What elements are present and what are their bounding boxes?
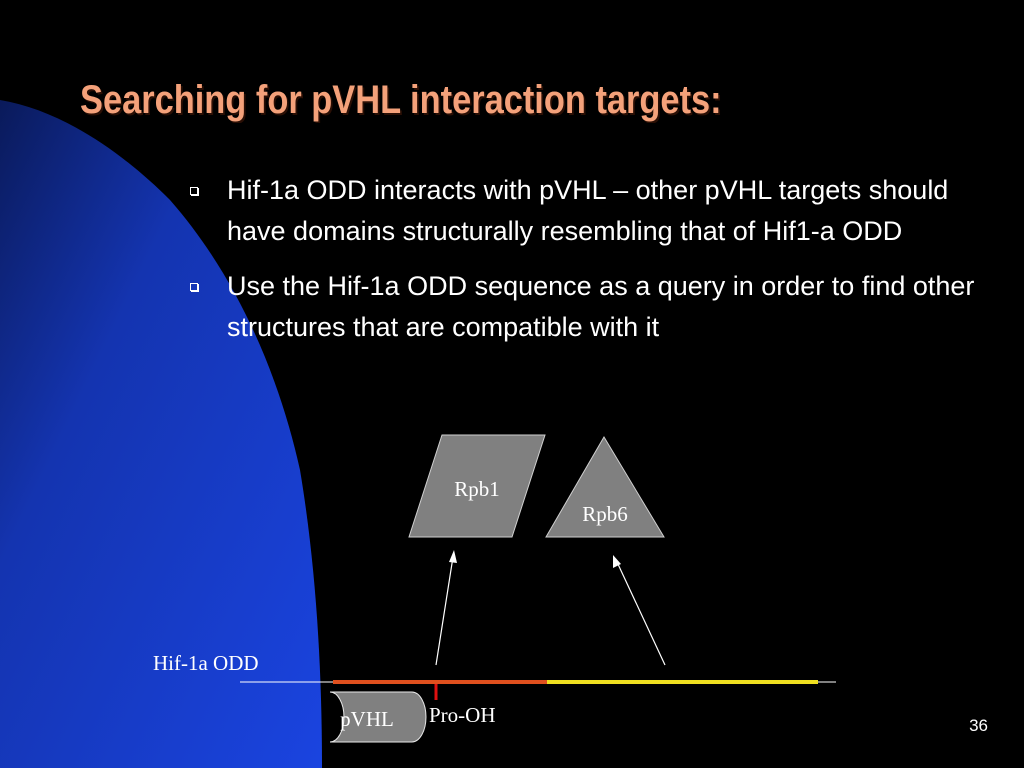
arrow-head-icon: [449, 550, 457, 563]
bullet-list: Hif-1a ODD interacts with pVHL – other p…: [190, 170, 980, 362]
pro-oh-label: Pro-OH: [429, 703, 496, 727]
arrow-head-icon: [613, 555, 621, 568]
pvhl-label: pVHL: [340, 707, 394, 731]
pvhl-shape: [329, 691, 427, 743]
arrow-to-rpb1: [435, 556, 454, 666]
bullet-item: Hif-1a ODD interacts with pVHL – other p…: [190, 170, 980, 252]
rpb6-triangle: [545, 436, 665, 538]
arrow-to-rpb6: [616, 561, 666, 666]
rpb1-label: Rpb1: [454, 477, 500, 501]
bullet-item: Use the Hif-1a ODD sequence as a query i…: [190, 266, 980, 348]
bullet-text: Hif-1a ODD interacts with pVHL – other p…: [227, 175, 949, 246]
rpb6-label: Rpb6: [582, 502, 628, 526]
bullet-text: Use the Hif-1a ODD sequence as a query i…: [227, 271, 975, 342]
bullet-square-icon: [190, 187, 198, 195]
rpb1-parallelogram: [408, 434, 546, 538]
hif-label: Hif-1a ODD: [153, 651, 259, 675]
slide-title: Searching for pVHL interaction targets:: [80, 78, 722, 122]
bullet-square-icon: [190, 283, 198, 291]
page-number: 36: [969, 716, 988, 735]
